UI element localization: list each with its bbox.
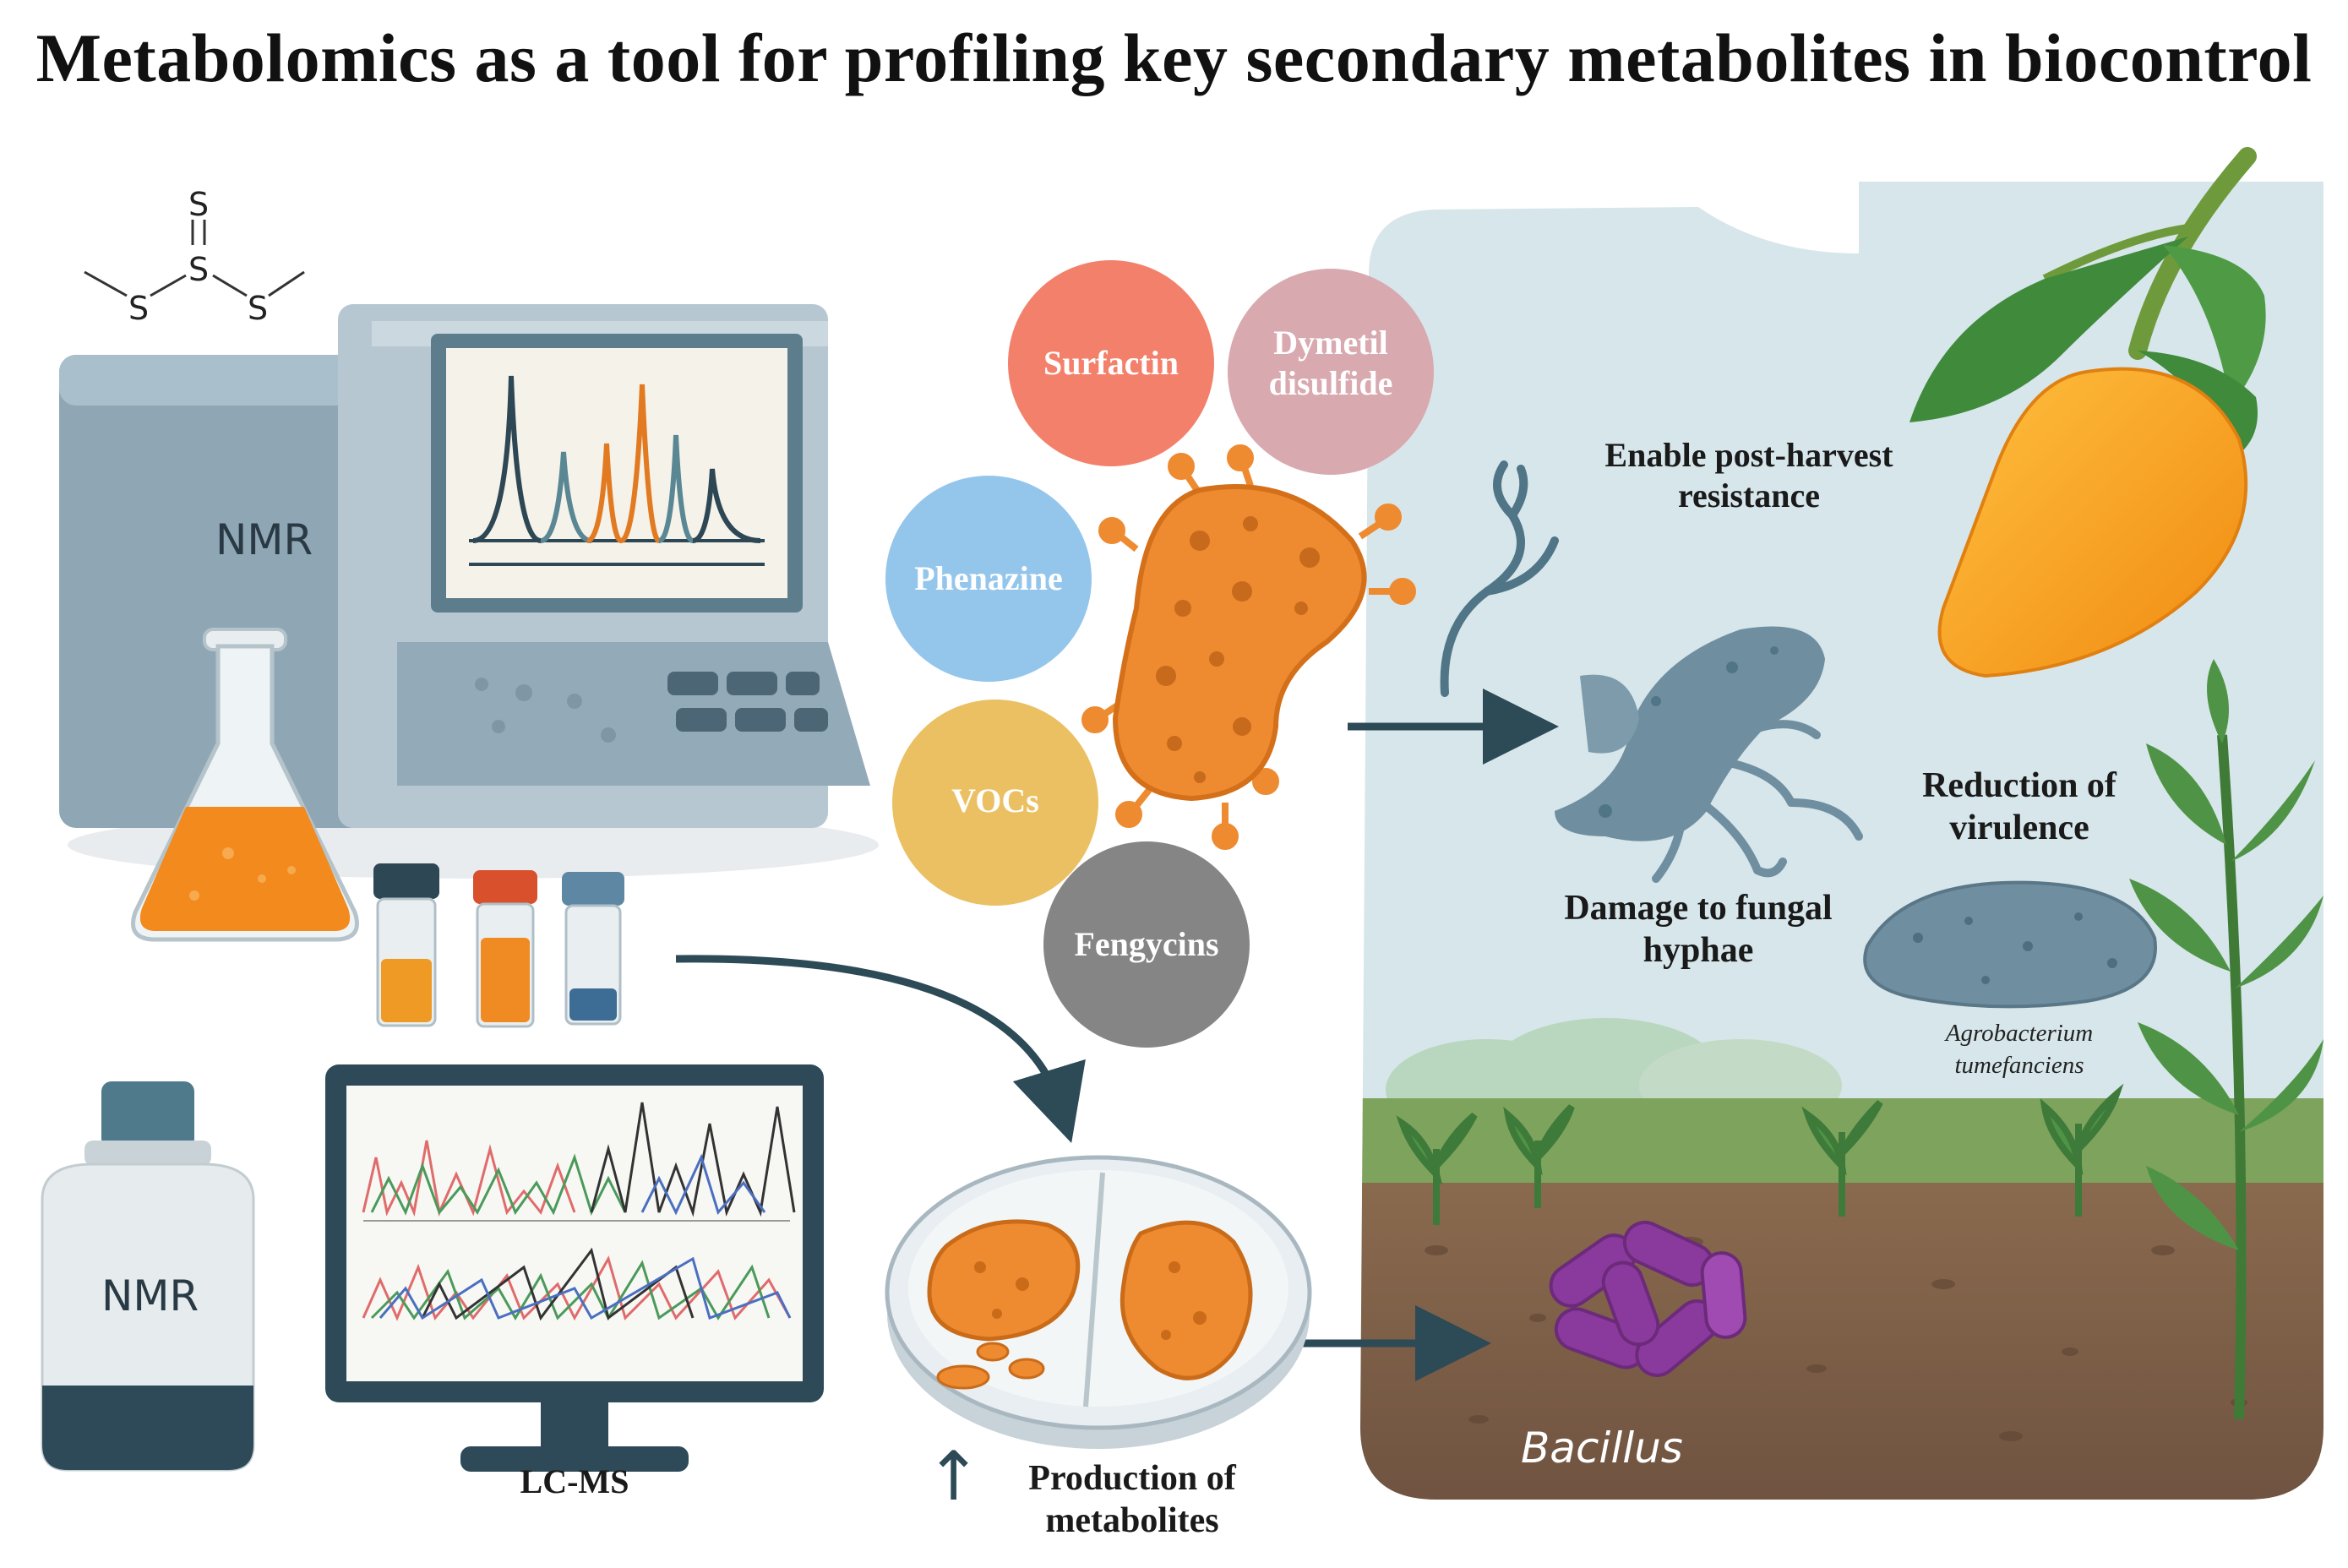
- molecule-atom: S: [248, 290, 268, 327]
- production-label: Production of metabolites: [1028, 1459, 1236, 1541]
- molecule-atom: S: [128, 290, 149, 327]
- petri-dish: [885, 1155, 1312, 1449]
- vials: [373, 863, 624, 1028]
- dymetil-disulfide-label: Dymetil disulfide: [1268, 324, 1393, 402]
- lcms-label: LC-MS: [520, 1462, 629, 1500]
- tall-plant: [2129, 659, 2323, 1420]
- surfactin-circle: [1008, 260, 1214, 466]
- spectrum-peak: [586, 443, 623, 543]
- soil: [1360, 1183, 2323, 1500]
- molecule-atom: S: [188, 186, 209, 223]
- spectrum-peak: [540, 451, 592, 543]
- molecule-atom: S: [188, 251, 209, 288]
- nmr-machine-label: NMR: [215, 515, 313, 564]
- spectrum-peak: [658, 434, 695, 543]
- vocs-label: VOCs: [951, 781, 1039, 819]
- molecule-structure: [84, 220, 305, 297]
- damaged-fungus: [1555, 626, 1863, 883]
- spectrum-peak: [619, 384, 661, 543]
- page-title: Metabolomics as a tool for profiling key…: [35, 19, 2313, 96]
- lcms-monitor: [325, 1064, 824, 1472]
- virulence-label: Reduction of virulence: [1922, 766, 2116, 848]
- agrobacterium-label: Agrobacterium tumefanciens: [1945, 1020, 2094, 1079]
- seedlings: [1396, 1083, 2124, 1225]
- nmr-instrument: [59, 304, 879, 879]
- increase-arrow: ↑: [925, 1437, 983, 1516]
- surfactin-label: Surfactin: [1043, 344, 1179, 382]
- nmr-cabinet-top: [59, 355, 397, 406]
- nmr-bottle-label: NMR: [101, 1271, 199, 1320]
- resistance-label: Enable post-harvest resistance: [1604, 436, 1893, 514]
- vocs-circle: [892, 700, 1098, 906]
- nmr-cabinet: [59, 355, 397, 828]
- flask: [131, 628, 359, 942]
- spectrum-peak: [472, 375, 542, 543]
- spectrum-peak: [692, 468, 761, 543]
- fengycins-label: Fengycins: [1074, 925, 1219, 963]
- control-dots: [475, 678, 616, 743]
- bacterium-illustration: [1081, 444, 1416, 850]
- bacillus-cluster: [1549, 1220, 1747, 1377]
- agrobacterium-illustration: [1863, 880, 2157, 1009]
- dymetil-disulfide-circle: [1228, 269, 1434, 475]
- bacillus-label: Bacillus: [1521, 1424, 1683, 1473]
- nmr-bottle: [41, 1081, 255, 1472]
- spectrometer-screen: [446, 348, 787, 598]
- phenazine-label: Phenazine: [914, 559, 1063, 597]
- control-buttons: [667, 672, 828, 732]
- phenazine-circle: [885, 476, 1092, 682]
- fengycins-circle: [1043, 841, 1250, 1048]
- mango-branch: [1909, 147, 2266, 678]
- fungal-hyphae: [1440, 460, 1559, 697]
- arrow-to-petri: [675, 955, 1086, 1144]
- hyphae-label: Damage to fungal hyphae: [1564, 889, 1833, 971]
